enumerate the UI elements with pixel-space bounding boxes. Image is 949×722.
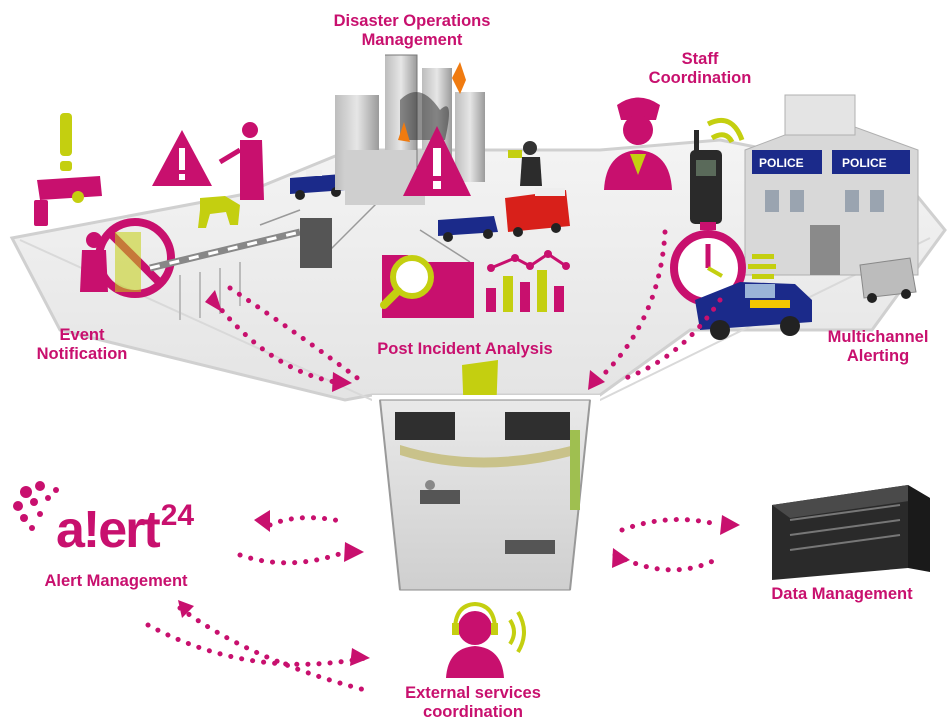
barrier-gate-icon xyxy=(149,218,332,320)
police-officer-icon xyxy=(80,122,264,292)
label-external-services: External services coordination xyxy=(373,684,573,722)
label-line: Management xyxy=(361,31,463,49)
police-truck-icon xyxy=(859,257,917,303)
label-line: Multichannel xyxy=(827,328,929,346)
stopwatch-icon xyxy=(670,222,776,306)
police-dog-icon xyxy=(198,196,240,228)
label-line: coordination xyxy=(423,703,523,721)
label-line: Data Management xyxy=(771,585,913,603)
cctv-camera-icon xyxy=(34,176,102,226)
label-line: Post Incident Analysis xyxy=(377,340,553,358)
headset-operator-icon xyxy=(446,601,526,678)
server-rack-icon xyxy=(772,485,930,580)
warning-triangle-icon xyxy=(152,130,212,186)
label-line: Notification xyxy=(36,345,128,363)
control-room-icon xyxy=(372,395,600,600)
officer-avatar-icon xyxy=(604,97,672,190)
radio-handset-icon xyxy=(690,130,722,224)
logo-superscript: 24 xyxy=(160,499,195,532)
police-sign: POLICE xyxy=(842,156,887,170)
alert24-logo: a!ert24 xyxy=(56,499,195,560)
label-data-management: Data Management xyxy=(742,585,942,604)
label-line: External services xyxy=(405,684,541,702)
label-line: Disaster Operations xyxy=(333,12,491,30)
label-event-notification: Event Notification xyxy=(22,326,142,364)
logo-text: a!ert xyxy=(56,501,161,559)
label-line: Alerting xyxy=(846,347,910,365)
folder-magnifier-icon xyxy=(380,255,474,318)
police-car-icon xyxy=(695,282,812,340)
flow-arrow-heads xyxy=(178,290,740,666)
label-multichannel-alerting: Multichannel Alerting xyxy=(812,328,944,366)
police-sign: POLICE xyxy=(759,156,804,170)
label-staff-coordination: Staff Coordination xyxy=(630,50,770,88)
exclamation-icon xyxy=(60,113,72,171)
label-post-incident-analysis: Post Incident Analysis xyxy=(350,340,580,359)
logo-dots-icon xyxy=(13,481,59,531)
label-line: Coordination xyxy=(648,69,752,87)
bar-chart-icon xyxy=(486,250,570,312)
warning-triangle-icon xyxy=(403,126,471,196)
signal-waves-icon xyxy=(706,118,745,144)
label-line: Event xyxy=(59,326,105,344)
police-station-icon xyxy=(744,94,919,276)
label-line: Staff xyxy=(681,50,719,68)
police-car-icon xyxy=(438,216,498,242)
label-disaster-operations: Disaster Operations Management xyxy=(312,12,512,50)
police-car-icon xyxy=(290,170,346,200)
firefighter-icon xyxy=(508,141,542,186)
label-line: Alert Management xyxy=(44,572,188,590)
label-alert-management: Alert Management xyxy=(26,572,206,591)
fire-truck-icon xyxy=(505,188,570,237)
